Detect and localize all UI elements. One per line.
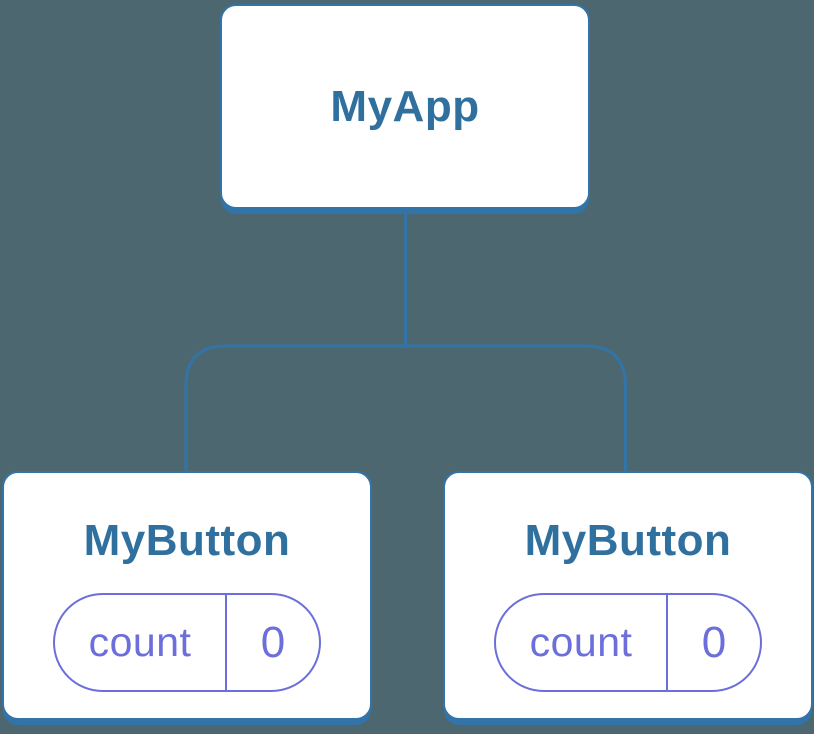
- state-key-cell: count: [496, 595, 668, 690]
- state-pill-right: count 0: [494, 593, 762, 692]
- state-value-cell: 0: [668, 595, 760, 690]
- state-value-label: 0: [701, 617, 727, 667]
- state-key-label: count: [529, 619, 633, 665]
- node-mybutton-right-label: MyButton: [524, 516, 732, 565]
- node-myapp: MyApp: [220, 4, 590, 209]
- state-key-cell: count: [55, 595, 227, 690]
- state-key-label: count: [88, 619, 192, 665]
- state-value-cell: 0: [227, 595, 319, 690]
- state-value-label: 0: [260, 617, 286, 667]
- connector-branch: [184, 344, 627, 473]
- state-pill-left: count 0: [53, 593, 321, 692]
- node-mybutton-left-label: MyButton: [83, 516, 291, 565]
- node-mybutton-right: MyButton count 0: [443, 471, 813, 720]
- node-mybutton-left: MyButton count 0: [2, 471, 372, 720]
- node-myapp-label: MyApp: [330, 81, 480, 131]
